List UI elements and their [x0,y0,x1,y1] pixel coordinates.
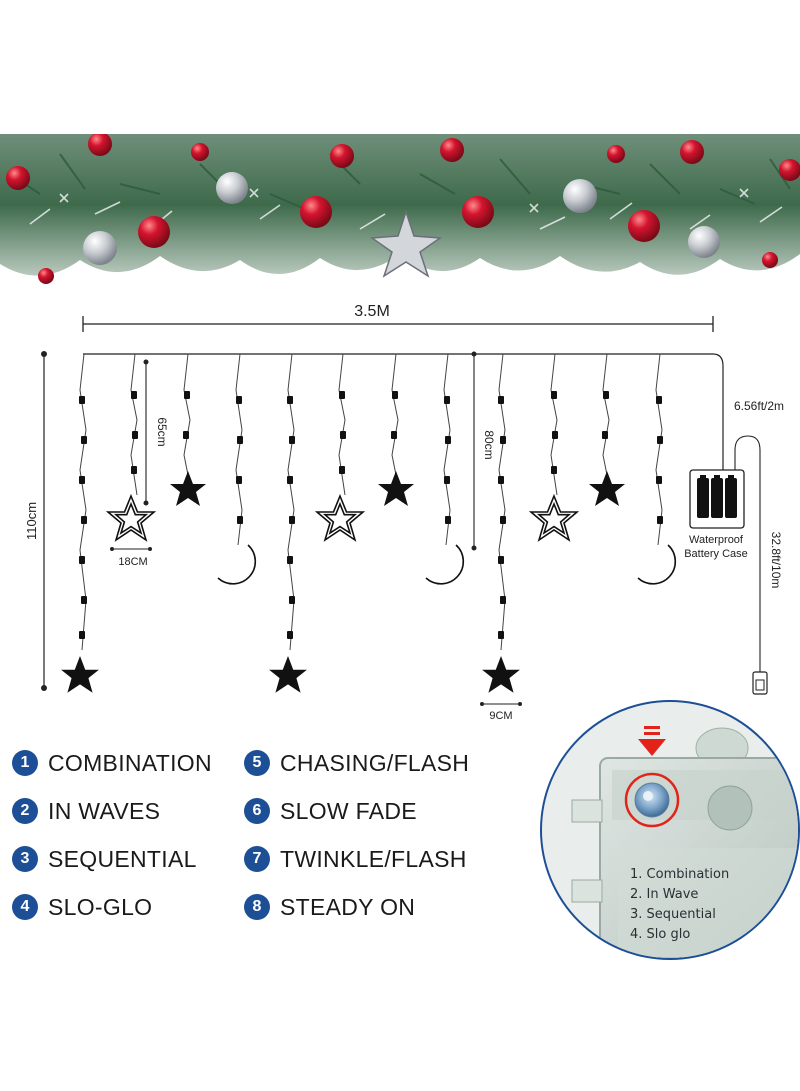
mode-number-badge: 6 [244,798,270,824]
ornament-silver [83,231,117,265]
mode-number-badge: 8 [244,894,270,920]
mode-label: SLO-GLO [48,893,153,920]
star-outline [105,493,157,542]
mode-label: SEQUENTIAL [48,845,197,872]
mode-number-badge: 4 [12,894,38,920]
star-large-size-label: 18CM [118,556,147,568]
mode-label: IN WAVES [48,797,161,824]
star-solid [170,471,206,506]
ornament-silver [216,172,248,204]
ornament-red [38,268,54,284]
mode-label: SLOW FADE [280,797,417,824]
mode-label: CHASING/FLASH [280,749,470,776]
mode-number-badge: 5 [244,750,270,776]
star-solid [482,656,520,693]
ornament-red [88,134,112,156]
ornament-red [191,143,209,161]
ornament-silver [688,226,720,258]
battery-case-label-2: Battery Case [684,548,748,560]
usb-cable [734,435,761,672]
star-outline [528,493,580,542]
ornament-red [6,166,30,190]
mode-item: 8 STEADY ON [244,890,415,924]
garland-banner [0,134,800,284]
star-small-size-label: 9CM [489,710,512,722]
star-solid [61,656,99,693]
ornament-red [779,159,800,181]
ornament-red [607,145,625,163]
mode-number-badge: 1 [12,750,38,776]
arrow-down-icon [638,726,666,756]
mode-label: COMBINATION [48,749,212,776]
height-label: 110cm [24,502,39,540]
ornament-red [300,196,332,228]
star-solid [269,656,307,693]
mode-label: STEADY ON [280,893,416,920]
light-strands [79,353,663,651]
ornament-red [762,252,778,268]
mode-item: 7 TWINKLE/FLASH [244,842,467,876]
mode-item: 2 IN WAVES [12,794,160,828]
mode-button-highlight [624,772,680,828]
mode-number-badge: 3 [12,846,38,872]
ornament-red [628,210,660,242]
ornament-red [680,140,704,164]
ornament-silver [563,179,597,213]
moon-outline [217,544,257,585]
battery-case-label-1: Waterproof [689,534,744,546]
battery-box-closeup: 1. Combination 2. In Wave 3. Sequential … [540,700,800,960]
curtain-light-diagram: 3.5M 110cm [24,303,784,722]
mode-number-badge: 2 [12,798,38,824]
ornament-red [440,138,464,162]
mode-item: 3 SEQUENTIAL [12,842,197,876]
short-drop-label: 65cm [155,417,169,446]
mode-label: TWINKLE/FLASH [280,845,467,872]
ornament-red [330,144,354,168]
mode-item: 1 COMBINATION [12,746,212,780]
photo-list-item: 2. In Wave [630,887,698,902]
mode-button [634,782,670,818]
battery-case-icon [689,469,745,529]
star-solid [589,471,625,506]
mode-item: 6 SLOW FADE [244,794,417,828]
photo-list-item: 1. Combination [630,867,729,882]
mode-item: 5 CHASING/FLASH [244,746,469,780]
silver-star-topper [369,209,443,278]
star-solid [378,471,414,506]
lead-cable-label: 6.56ft/2m [734,399,784,413]
moon-outline [425,544,465,585]
ornament-red [462,196,494,228]
usb-cable-label: 32.8ft/10m [769,532,783,589]
star-outline [314,493,366,542]
width-label: 3.5M [354,303,390,320]
moon-outline [637,544,677,585]
long-drop-label: 80cm [482,430,496,459]
ornament-red [138,216,170,248]
mode-list: 1 COMBINATION 2 IN WAVES 3 SEQUENTIAL 4 … [12,742,512,932]
photo-list-item: 3. Sequential [630,907,716,922]
mode-item: 4 SLO-GLO [12,890,152,924]
usb-plug-icon [752,671,768,695]
mode-number-badge: 7 [244,846,270,872]
main-wire [83,353,724,470]
photo-list-item: 4. Slo glo [630,927,690,942]
